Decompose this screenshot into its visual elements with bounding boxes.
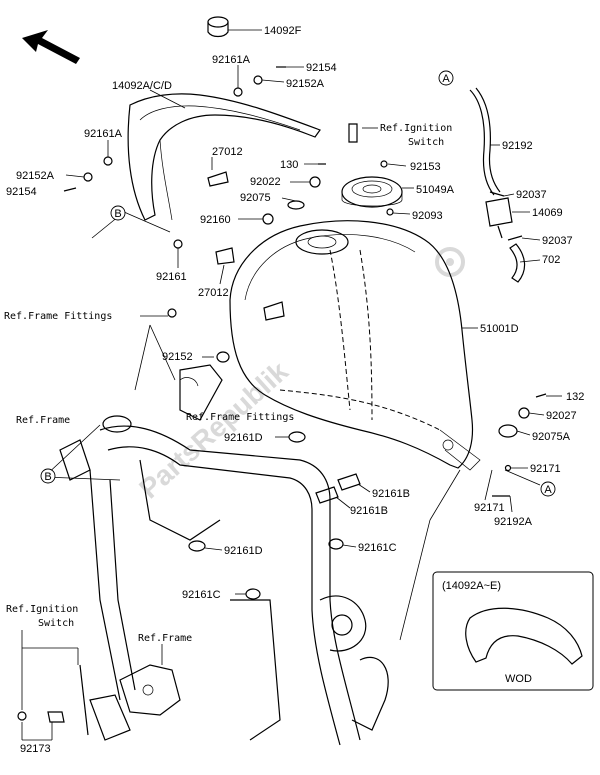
fuel-cap — [341, 176, 403, 208]
label-92161: 92161 — [156, 271, 187, 283]
tank-cover — [127, 93, 321, 221]
callout-markers: A A B B — [40, 70, 556, 497]
label-92161b-b: 92161B — [350, 505, 388, 517]
ref-frame-left: Ref.Frame — [16, 415, 70, 426]
label-14069: 14069 — [532, 207, 563, 219]
watermark-text: PartsRepublik — [133, 355, 294, 504]
inset-cover-shape — [465, 607, 583, 665]
grommet-14092f — [207, 16, 229, 38]
ref-frame-fittings-left: Ref.Frame Fittings — [4, 311, 112, 322]
label-92161d-bot: 92161D — [224, 545, 263, 557]
inset-box: (14092A~E) WOD — [432, 571, 594, 691]
label-92160: 92160 — [200, 214, 231, 226]
label-92161c-a: 92161C — [358, 542, 397, 554]
label-702: 702 — [542, 254, 560, 266]
label-51001d: 51001D — [480, 323, 519, 335]
ref-frame-fittings-mid: Ref.Frame Fittings — [186, 412, 294, 423]
callout-a-top: A — [442, 73, 450, 85]
label-92161d-top: 92161D — [224, 432, 263, 444]
label-130: 130 — [280, 159, 298, 171]
label-14092f: 14092F — [264, 25, 302, 37]
callout-b-top: B — [114, 208, 121, 220]
inset-title: (14092A~E) — [442, 580, 501, 592]
label-92171-a: 92171 — [530, 463, 561, 475]
label-92153: 92153 — [410, 161, 441, 173]
label-132: 132 — [566, 391, 584, 403]
label-92093: 92093 — [412, 210, 443, 222]
front-direction-arrow — [22, 30, 80, 64]
fuel-tank — [229, 220, 481, 471]
fuel-hose-assembly — [469, 87, 526, 283]
label-27012-top: 27012 — [212, 146, 243, 158]
label-92152a-left: 92152A — [16, 170, 55, 182]
label-92161a-left: 92161A — [84, 128, 123, 140]
ref-ignition-switch-top-line2: Switch — [408, 137, 444, 148]
label-92161b-a: 92161B — [372, 488, 410, 500]
label-92154-left: 92154 — [6, 186, 37, 198]
label-92161c-b: 92161C — [182, 589, 221, 601]
reference-labels: Ref.Ignition Switch Ref.Frame Fittings R… — [4, 123, 452, 644]
label-92154-top: 92154 — [306, 62, 337, 74]
part-number-labels: 14092F 92161A 92154 92152A 14092A/C/D 92… — [6, 25, 584, 755]
label-92037-a: 92037 — [516, 189, 547, 201]
callout-b-bottom: B — [44, 471, 51, 483]
label-51049a: 51049A — [416, 184, 455, 196]
ref-ignition-switch-top-line1: Ref.Ignition — [380, 123, 452, 134]
leader-lines — [21, 29, 562, 741]
ignition-switch-bracket — [17, 664, 181, 741]
label-92192a: 92192A — [494, 516, 533, 528]
label-27012-mid: 27012 — [198, 287, 229, 299]
label-92037-b: 92037 — [542, 235, 573, 247]
label-92152a-top: 92152A — [286, 78, 325, 90]
label-92152: 92152 — [162, 351, 193, 363]
watermark-gear-icon — [435, 247, 465, 277]
label-92075a: 92075A — [532, 431, 571, 443]
frame — [59, 364, 389, 746]
ref-ignition-switch-bottom-line1: Ref.Ignition — [6, 604, 78, 615]
ref-frame-bottom: Ref.Frame — [138, 633, 192, 644]
callout-a-bottom: A — [544, 484, 552, 496]
hardware-parts — [63, 66, 547, 600]
label-92075: 92075 — [240, 192, 271, 204]
ref-ignition-switch-bottom-line2: Switch — [38, 618, 74, 629]
label-92171-b: 92171 — [474, 502, 505, 514]
inset-caption: WOD — [505, 673, 532, 685]
label-92173: 92173 — [20, 743, 51, 755]
label-14092acd: 14092A/C/D — [112, 80, 172, 92]
label-92192: 92192 — [502, 140, 533, 152]
label-92027: 92027 — [546, 410, 577, 422]
label-92161a-top: 92161A — [212, 54, 251, 66]
label-92022: 92022 — [250, 176, 281, 188]
